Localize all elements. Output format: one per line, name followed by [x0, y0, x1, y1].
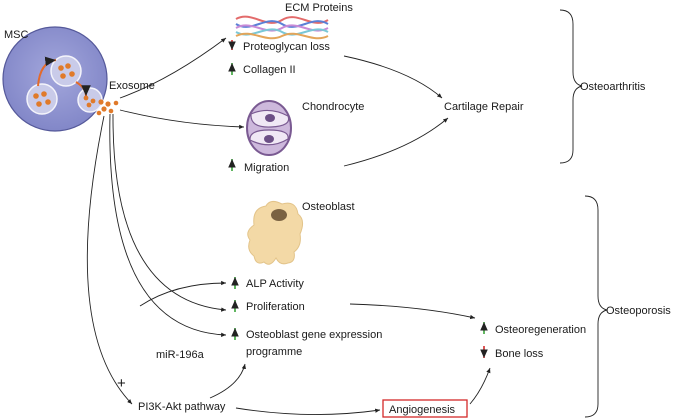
mir-196a-label: miR-196a [156, 349, 205, 361]
arrow-ecm-to-cartilage-repair [343, 55, 443, 99]
arrow-angiogenesis-to-bone-loss [469, 367, 491, 405]
msc-cell [2, 26, 108, 132]
arrow-exosome-to-pi3k [86, 115, 133, 405]
migration-label: Migration [244, 162, 289, 174]
exosome-label: Exosome [109, 80, 155, 92]
collagen-ii-label: Collagen II [243, 64, 296, 76]
osteoporosis-label: Osteoporosis [606, 305, 671, 317]
osteoblast-icon [247, 200, 304, 265]
cartilage-repair-label: Cartilage Repair [444, 101, 524, 113]
arrow-migration-to-cartilage-repair [343, 117, 449, 167]
arrow-exosome-to-proliferation [112, 113, 227, 312]
ecm-proteins-icon [235, 15, 329, 40]
msc-exosome-dots [33, 63, 96, 108]
osteoregeneration-label: Osteoregeneration [495, 324, 586, 336]
arrow-exosome-to-ecm [119, 37, 227, 99]
pi3k-akt-label: PI3K-Akt pathway [138, 401, 226, 413]
alp-activity-label: ALP Activity [246, 278, 304, 290]
osteoblast-gene-label-line2: programme [246, 346, 302, 358]
msc-vesicle-top [50, 55, 82, 87]
connector-arrows [86, 37, 491, 415]
msc-vesicle-left [26, 83, 58, 115]
msc-curved-arrow-right [75, 81, 91, 97]
osteoporosis-bracket [584, 195, 608, 418]
proliferation-label: Proliferation [246, 301, 305, 313]
proteoglycan-loss-label: Proteoglycan loss [243, 41, 330, 53]
arrow-exosome-to-osteoblast-gene [109, 113, 227, 337]
plus-sign: + [117, 375, 126, 392]
osteoblast-gene-label-line1: Osteoblast gene expression [246, 329, 382, 341]
bone-loss-label: Bone loss [495, 348, 544, 360]
osteoblast-label: Osteoblast [302, 201, 355, 213]
arrow-proliferation-to-osteoregeneration [349, 303, 476, 320]
msc-label: MSC [4, 29, 29, 41]
chondrocyte-label: Chondrocyte [302, 101, 364, 113]
arrow-pi3k-to-angiogenesis [235, 407, 381, 415]
msc-vesicle-right [77, 87, 103, 113]
angiogenesis-box [382, 399, 468, 418]
ecm-proteins-label: ECM Proteins [285, 2, 353, 14]
angiogenesis-label: Angiogenesis [389, 404, 456, 416]
msc-curved-arrow-left [37, 56, 57, 87]
arrow-pi3k-to-osteoblast-gene [209, 363, 246, 399]
released-exosomes [96, 99, 119, 116]
arrow-to-alp-activity [139, 280, 227, 307]
arrow-exosome-to-chondrocyte [119, 109, 245, 130]
osteoarthritis-bracket [559, 9, 583, 164]
osteoarthritis-label: Osteoarthritis [580, 81, 646, 93]
chondrocyte-icon [246, 100, 292, 156]
